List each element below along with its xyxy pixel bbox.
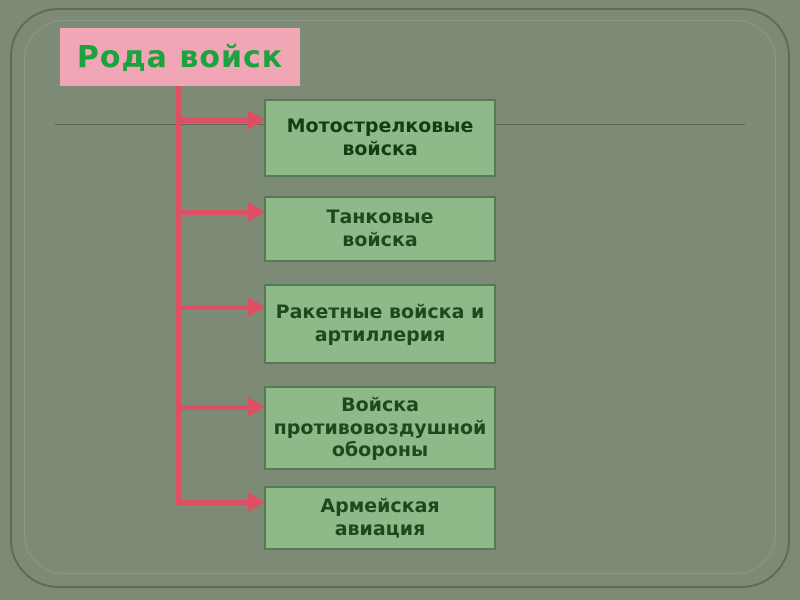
diagram-node-motostrelkovye: Мотострелковые войска: [264, 99, 496, 177]
arrow-right-icon: [248, 397, 265, 417]
title-box: Рода войск: [60, 28, 300, 86]
connector-branch-4: [176, 405, 248, 410]
connector-branch-5: [176, 500, 248, 505]
connector-branch-3: [176, 305, 248, 310]
connector-branch-2: [176, 210, 248, 215]
arrow-right-icon: [248, 110, 265, 130]
connector-vertical-line: [176, 86, 181, 505]
arrow-right-icon: [248, 297, 265, 317]
arrow-right-icon: [248, 492, 265, 512]
diagram-node-label: Войска противовоздушной обороны: [273, 393, 487, 462]
connector-branch-1: [176, 118, 248, 123]
diagram-node-tankovye: Танковые войска: [264, 196, 496, 262]
diagram-node-aviatsiya: Армейская авиация: [264, 486, 496, 550]
diagram-node-label: Армейская авиация: [320, 495, 440, 540]
arrow-right-icon: [248, 202, 265, 222]
diagram-node-raketnye: Ракетные войска и артиллерия: [264, 284, 496, 364]
diagram-node-label: Ракетные войска и артиллерия: [275, 301, 485, 346]
diagram-node-label: Мотострелковые войска: [286, 115, 474, 160]
diagram-node-pvo: Войска противовоздушной обороны: [264, 386, 496, 470]
page-title: Рода войск: [76, 39, 284, 75]
diagram-node-label: Танковые войска: [326, 206, 434, 251]
